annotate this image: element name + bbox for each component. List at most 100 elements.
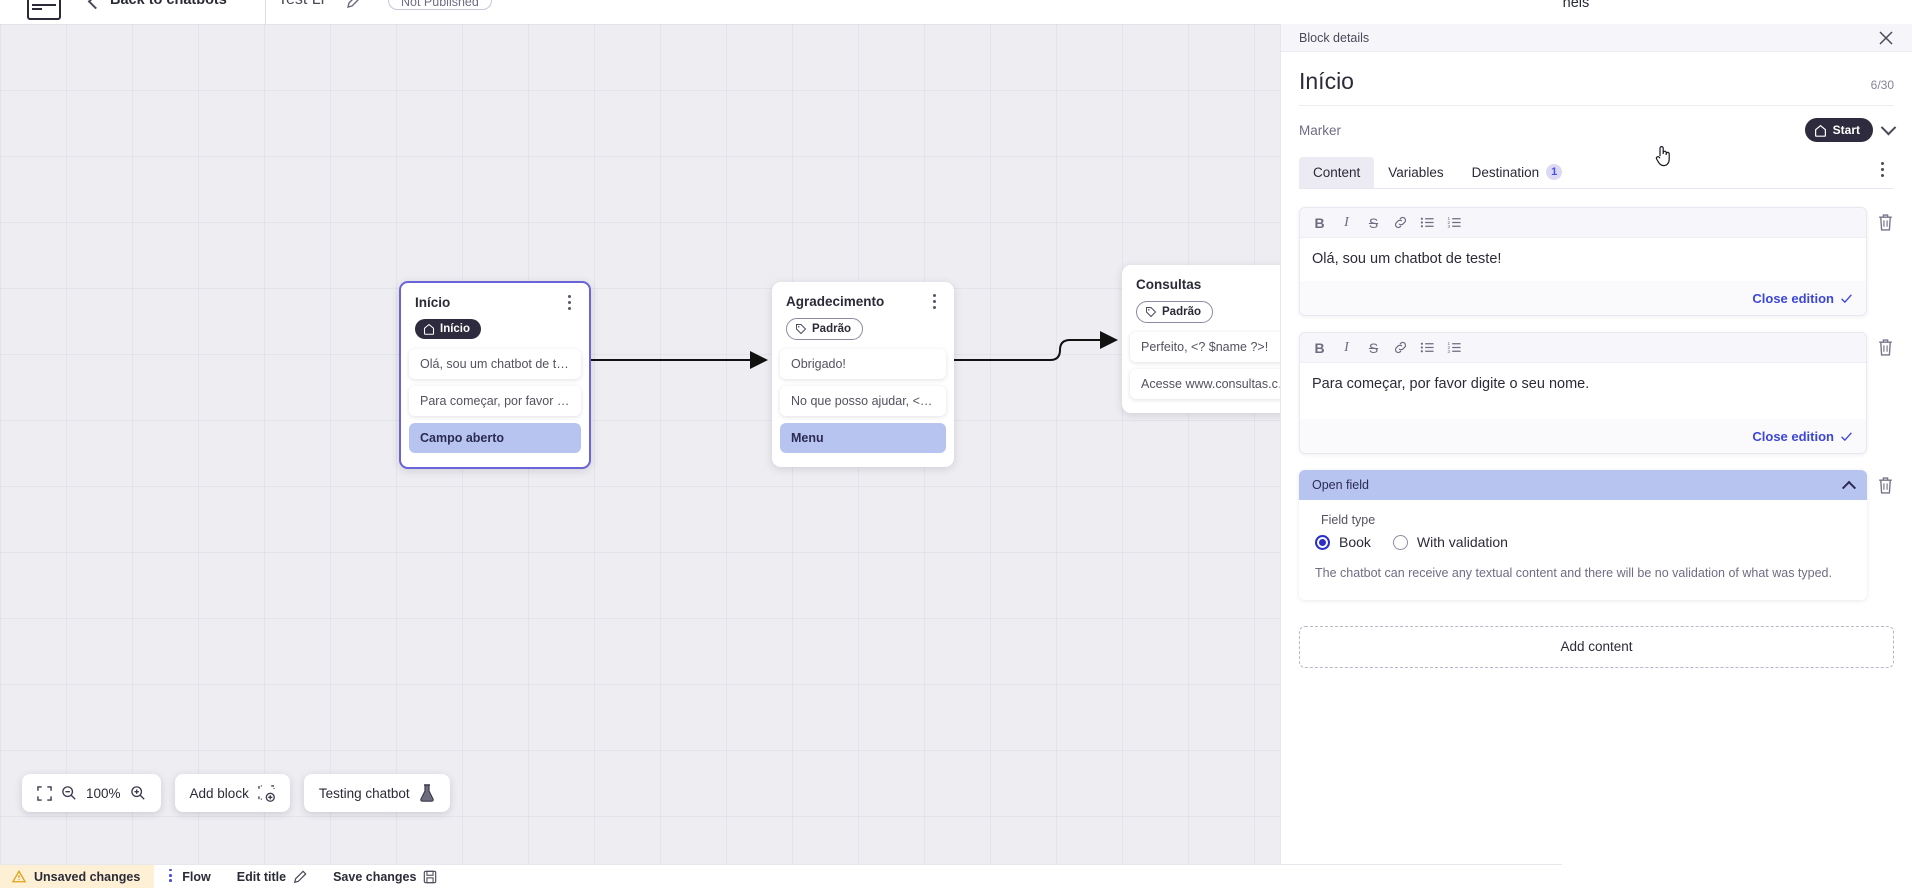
block-details-panel: Block details Início 6/30 Marker Start [1280,24,1912,888]
trash-icon[interactable] [1877,476,1894,495]
add-block-button[interactable]: Add block [174,774,290,812]
open-field-card: Open field Field type Book [1299,470,1867,600]
back-to-chatbots-link[interactable]: Back to chatbots [110,0,227,8]
node-header: Agradecimento Padrão [772,282,954,340]
radio-label: Book [1339,534,1371,551]
save-changes-button[interactable]: Save changes [333,870,437,884]
node-title: Agradecimento [786,294,885,309]
strikethrough-icon[interactable]: S [1368,339,1379,356]
zoom-in-icon[interactable] [130,785,146,801]
edit-title-button[interactable]: Edit title [237,870,307,884]
panel-header: Block details [1281,24,1912,52]
panel-tabs: Content Variables Destination 1 [1299,156,1894,189]
italic-icon[interactable]: I [1344,214,1349,230]
block-title: Início [1299,68,1354,94]
node-row[interactable]: Acesse www.consultas.com par... [1130,369,1304,399]
close-edition-button[interactable]: Close edition [1752,291,1853,306]
strikethrough-icon[interactable]: S [1368,214,1379,231]
radio-option-with-validation[interactable]: With validation [1392,534,1508,551]
chevron-left-icon[interactable] [87,0,104,10]
flow-node-inicio[interactable]: Início Início Olá, sou um chatbot de tes… [399,281,591,469]
zoom-level: 100% [86,785,121,801]
field-type-label: Field type [1321,513,1376,528]
svg-text:2: 2 [1447,220,1450,225]
top-divider [265,0,266,24]
marker-label: Marker [1299,122,1342,138]
node-row[interactable]: Obrigado! [780,349,946,379]
italic-icon[interactable]: I [1344,339,1349,355]
close-icon[interactable] [1878,30,1894,46]
tab-variables[interactable]: Variables [1374,157,1457,188]
bullet-list-icon[interactable] [1414,335,1441,361]
svg-text:1: 1 [1447,341,1450,346]
open-field-title: Open field [1312,478,1369,493]
node-badge: Padrão [1136,301,1213,323]
node-badge: Início [415,319,482,339]
zoom-controls[interactable]: 100% [22,774,161,812]
trash-icon[interactable] [1877,338,1894,357]
radio-indicator [1392,534,1408,550]
marker-chip[interactable]: Start [1804,118,1873,142]
link-icon[interactable] [1387,335,1414,361]
close-edition-button[interactable]: Close edition [1752,429,1853,444]
node-rows: Perfeito, <? $name ?>! Acesse www.consul… [1122,323,1312,399]
more-vertical-icon[interactable] [1874,162,1890,180]
unsaved-changes-label: Unsaved changes [34,869,141,884]
warning-triangle-icon [12,870,26,883]
testing-chatbot-button[interactable]: Testing chatbot [303,774,450,812]
chevron-up-icon[interactable] [1841,480,1857,495]
tab-destination[interactable]: Destination 1 [1458,156,1577,188]
flow-button[interactable]: Flow [182,870,210,884]
radio-indicator [1315,534,1330,550]
bold-icon[interactable]: B [1314,339,1325,356]
more-vertical-icon[interactable] [162,868,178,884]
add-content-button[interactable]: Add content [1299,625,1894,668]
pencil-icon[interactable] [346,0,362,9]
radio-option-book[interactable]: Book [1315,534,1371,550]
node-menu-icon[interactable] [926,294,942,312]
pencil-icon [293,869,307,883]
radio-label: With validation [1416,534,1508,551]
node-row[interactable]: Campo aberto [409,423,581,453]
node-row[interactable]: No que posso ajudar, <? $name ... [780,386,946,416]
node-menu-icon[interactable] [561,295,577,313]
status-bar: Unsaved changes Flow Edit title Save cha… [0,864,1562,888]
editor-text[interactable]: Para começar, por favor digite o seu nom… [1300,363,1866,420]
node-row[interactable]: Olá, sou um chatbot de teste! [409,349,581,379]
node-badge: Padrão [786,318,863,340]
node-header: Início Início [401,283,589,340]
fit-screen-icon[interactable] [37,785,52,801]
unsaved-changes-indicator: Unsaved changes [0,864,155,888]
marker-row: Marker Start [1299,106,1897,142]
home-icon [1814,124,1826,137]
save-changes-label: Save changes [333,869,417,884]
tab-content[interactable]: Content [1299,157,1375,188]
zoom-out-icon[interactable] [61,785,77,801]
add-block-label: Add block [189,785,249,801]
flask-icon [419,784,434,802]
bold-icon[interactable]: B [1314,214,1325,231]
svg-text:2: 2 [1447,345,1450,350]
open-field-header[interactable]: Open field [1299,470,1867,501]
editor-text[interactable]: Olá, sou um chatbot de teste! [1300,238,1866,282]
svg-text:1: 1 [1447,216,1450,221]
node-row[interactable]: Para começar, por favor digite o ... [409,386,581,416]
app-logo-icon[interactable] [27,0,61,20]
panel-header-title: Block details [1299,30,1370,45]
bullet-list-icon[interactable] [1414,210,1441,236]
link-icon[interactable] [1387,210,1414,236]
trash-icon[interactable] [1877,213,1894,232]
flow-node-agradecimento[interactable]: Agradecimento Padrão Obrigado! No que po… [772,282,954,467]
chevron-down-icon[interactable] [1880,119,1897,135]
block-title-char-count: 6/30 [1870,78,1894,92]
edit-title-label: Edit title [236,869,287,884]
node-badge-label: Padrão [812,323,851,335]
node-row[interactable]: Menu [780,423,946,453]
node-header: Consultas Padrão [1122,265,1312,323]
node-row[interactable]: Perfeito, <? $name ?>! [1130,332,1304,362]
publish-status-badge: Not Published [388,0,492,10]
